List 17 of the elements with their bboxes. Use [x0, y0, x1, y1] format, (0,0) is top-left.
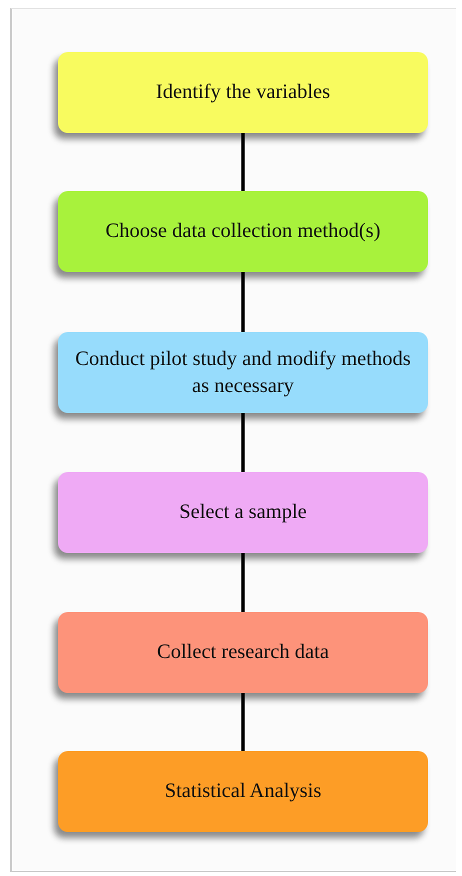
process-box — [58, 52, 428, 133]
process-box — [58, 612, 428, 693]
process-box — [58, 751, 428, 832]
step-label: Choose data collection method(s) — [106, 219, 380, 244]
connector-line — [241, 133, 245, 191]
step-label: Conduct pilot study and modify methods as necessary — [74, 346, 412, 398]
connector-line — [241, 553, 245, 612]
connector-line — [241, 693, 245, 751]
step-label: Select a sample — [179, 500, 307, 526]
step-label: Collect research data — [157, 640, 329, 666]
step-label: Statistical Analysis — [164, 779, 322, 804]
process-box — [58, 332, 428, 413]
connector-line — [241, 272, 245, 332]
connector-line — [241, 413, 245, 472]
step-label: Identify the variables — [156, 80, 330, 106]
process-box — [58, 472, 428, 553]
process-box — [58, 191, 428, 272]
